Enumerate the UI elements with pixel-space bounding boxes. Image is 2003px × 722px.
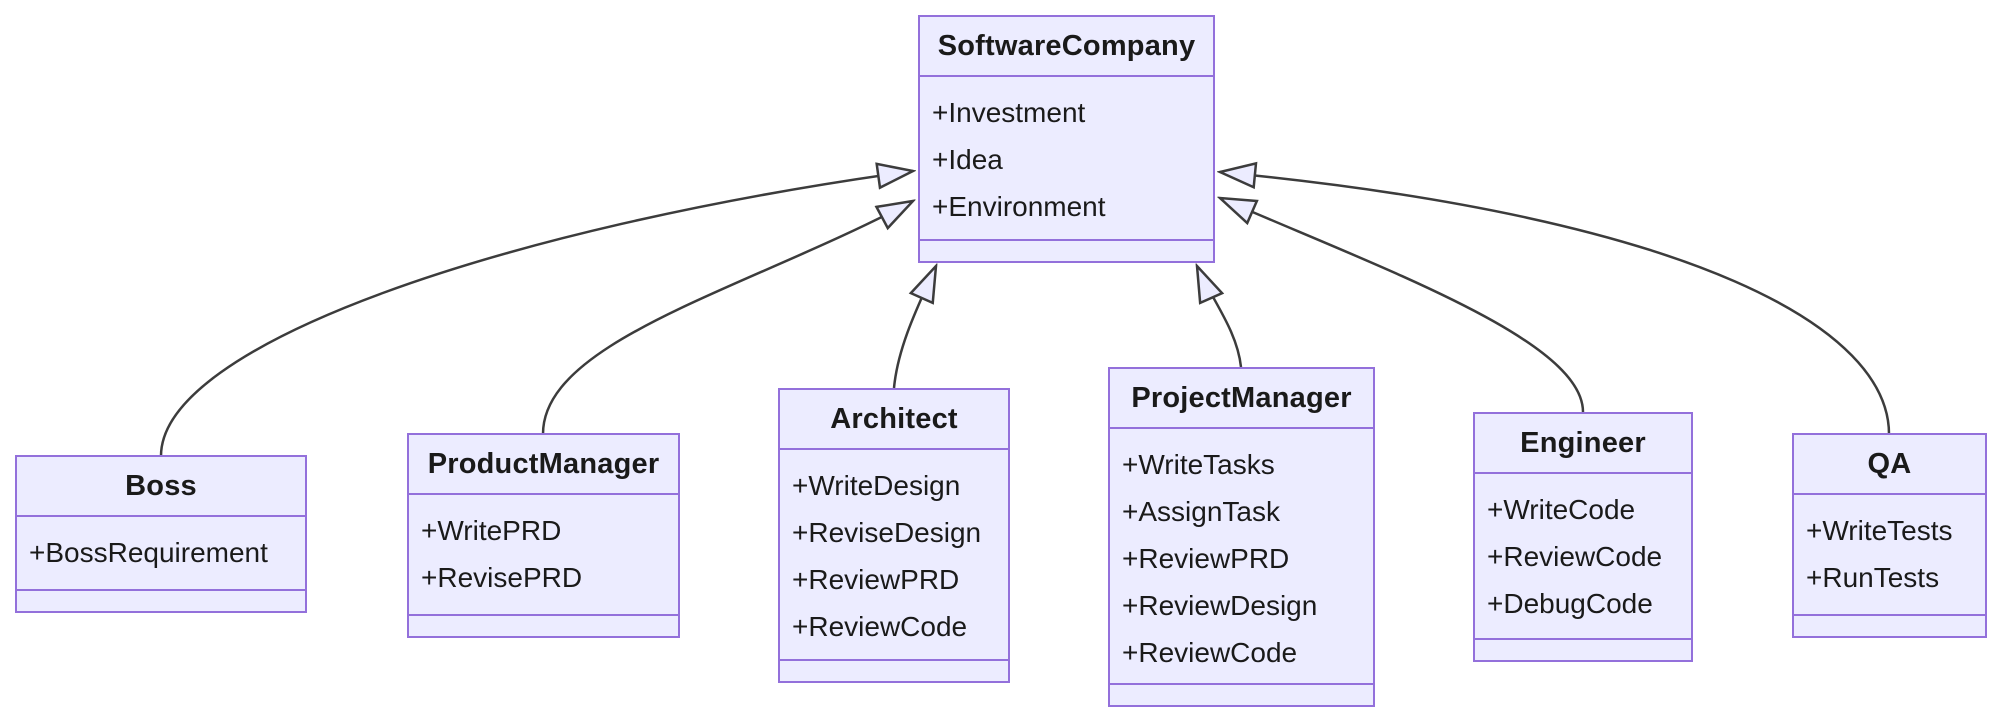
class-name: Architect: [780, 390, 1008, 450]
class-methods-section-empty: [17, 589, 305, 611]
class-member: +ReviewPRD: [1122, 543, 1290, 574]
class-members: +WriteTasks +AssignTask +ReviewPRD +Revi…: [1110, 429, 1373, 683]
class-member: +DebugCode: [1487, 588, 1653, 619]
class-name: QA: [1794, 435, 1985, 495]
class-member: +WriteCode: [1487, 494, 1636, 525]
class-member: +WriteDesign: [792, 470, 961, 501]
class-member: +WritePRD: [421, 515, 562, 546]
class-member: +Environment: [932, 191, 1106, 222]
class-members: +WriteCode +ReviewCode +DebugCode: [1475, 474, 1691, 638]
class-softwarecompany: SoftwareCompany +Investment +Idea +Envir…: [918, 15, 1215, 263]
class-members: +WriteTests +RunTests: [1794, 495, 1985, 614]
class-member: +ReviewDesign: [1122, 590, 1318, 621]
class-boss: Boss +BossRequirement: [15, 455, 307, 613]
edge-boss-inherits-softwarecompany: [159, 171, 913, 457]
class-member: +ReviseDesign: [792, 517, 982, 548]
class-member: +WriteTests: [1806, 515, 1953, 546]
class-member: +ReviewCode: [1122, 637, 1298, 668]
class-engineer: Engineer +WriteCode +ReviewCode +DebugCo…: [1473, 412, 1693, 662]
class-member: +ReviewCode: [1487, 541, 1663, 572]
edge-architect-inherits-softwarecompany: [892, 266, 936, 389]
class-productmanager: ProductManager +WritePRD +RevisePRD: [407, 433, 680, 638]
class-member: +Investment: [932, 97, 1086, 128]
class-member: +RevisePRD: [421, 562, 583, 593]
class-member: +Idea: [932, 144, 1003, 175]
edge-qa-inherits-softwarecompany: [1220, 172, 1891, 435]
edge-engineer-inherits-softwarecompany: [1220, 198, 1585, 413]
class-qa: QA +WriteTests +RunTests: [1792, 433, 1987, 638]
class-member: +AssignTask: [1122, 496, 1280, 527]
class-members: +Investment +Idea +Environment: [920, 77, 1213, 239]
class-name: Boss: [17, 457, 305, 517]
class-methods-section-empty: [920, 239, 1213, 261]
class-member: +BossRequirement: [29, 537, 268, 568]
edge-productmanager-inherits-softwarecompany: [541, 201, 913, 435]
class-methods-section-empty: [1110, 683, 1373, 705]
class-name: Engineer: [1475, 414, 1691, 474]
class-member: +ReviewPRD: [792, 564, 960, 595]
class-members: +WritePRD +RevisePRD: [409, 495, 678, 614]
class-name: ProjectManager: [1110, 369, 1373, 429]
class-projectmanager: ProjectManager +WriteTasks +AssignTask +…: [1108, 367, 1375, 707]
class-methods-section-empty: [409, 614, 678, 636]
class-member: +WriteTasks: [1122, 449, 1275, 480]
class-methods-section-empty: [1475, 638, 1691, 660]
class-name: ProductManager: [409, 435, 678, 495]
class-members: +WriteDesign +ReviseDesign +ReviewPRD +R…: [780, 450, 1008, 659]
class-member: +RunTests: [1806, 562, 1940, 593]
class-members: +BossRequirement: [17, 517, 305, 589]
class-architect: Architect +WriteDesign +ReviseDesign +Re…: [778, 388, 1010, 683]
class-member: +ReviewCode: [792, 611, 968, 642]
class-name: SoftwareCompany: [920, 17, 1213, 77]
class-methods-section-empty: [1794, 614, 1985, 636]
edge-projectmanager-inherits-softwarecompany: [1197, 266, 1243, 368]
class-methods-section-empty: [780, 659, 1008, 681]
